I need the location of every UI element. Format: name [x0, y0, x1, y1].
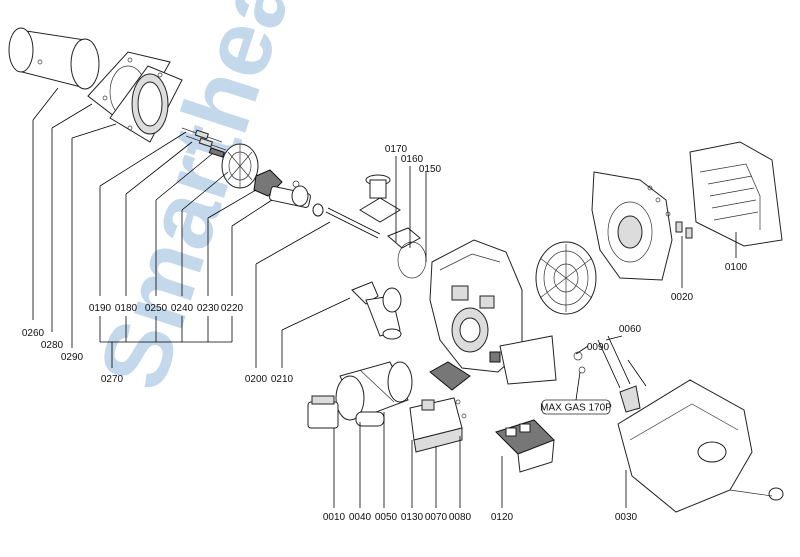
- label-0070: 0070: [425, 512, 448, 523]
- label-0220: 0220: [221, 303, 244, 314]
- label-0160: 0160: [401, 154, 424, 165]
- adjust-rod-part: [573, 335, 647, 413]
- gas-elbow-part: [351, 281, 402, 340]
- label-0290: 0290: [61, 352, 84, 363]
- fastener-screws-part: [665, 211, 693, 239]
- label-0060: 0060: [619, 324, 642, 335]
- model-callout: MAX GAS 170P: [540, 399, 612, 415]
- label-0240: 0240: [171, 303, 194, 314]
- label-0180: 0180: [115, 303, 138, 314]
- label-0090: 0090: [587, 342, 610, 353]
- leader-lines: [32, 87, 737, 508]
- control-box-part: [409, 397, 467, 453]
- label-0210: 0210: [271, 374, 294, 385]
- label-0130: 0130: [401, 512, 424, 523]
- air-damper-part: [429, 335, 557, 391]
- blast-tube-part: [8, 27, 100, 90]
- fan-wheel-part: [535, 241, 597, 315]
- label-0010: 0010: [323, 512, 346, 523]
- label-0230: 0230: [197, 303, 220, 314]
- electrodes-part: [181, 127, 227, 158]
- mounting-flange-part: [109, 65, 183, 143]
- label-0270: 0270: [101, 374, 124, 385]
- gas-rod-part: [325, 207, 381, 239]
- part-labels: 0260 0280 0290 0190 0180 0250 0240 0230 …: [22, 144, 748, 523]
- nozzle-holder-part: [253, 169, 324, 217]
- label-0050: 0050: [375, 512, 398, 523]
- terminal-plug-part: [495, 419, 555, 473]
- label-0030: 0030: [615, 512, 638, 523]
- label-0280: 0280: [41, 340, 64, 351]
- label-0170: 0170: [385, 144, 408, 155]
- air-inlet-housing-part: [591, 171, 673, 281]
- label-0250: 0250: [145, 303, 168, 314]
- label-0100: 0100: [725, 262, 748, 273]
- label-0120: 0120: [491, 512, 514, 523]
- label-0040: 0040: [349, 512, 372, 523]
- label-0190: 0190: [89, 303, 112, 314]
- label-0020: 0020: [671, 292, 694, 303]
- model-callout-text: MAX GAS 170P: [540, 403, 612, 414]
- swirl-disc-part: [221, 143, 259, 189]
- air-intake-box-part: [689, 141, 783, 247]
- label-0260: 0260: [22, 328, 45, 339]
- motor-part: [335, 361, 413, 427]
- burner-cover-part: [617, 379, 784, 513]
- capacitor-part: [307, 395, 339, 429]
- label-0200: 0200: [245, 374, 268, 385]
- label-0080: 0080: [449, 512, 472, 523]
- gas-inlet-part: [359, 174, 427, 279]
- label-0150: 0150: [419, 164, 442, 175]
